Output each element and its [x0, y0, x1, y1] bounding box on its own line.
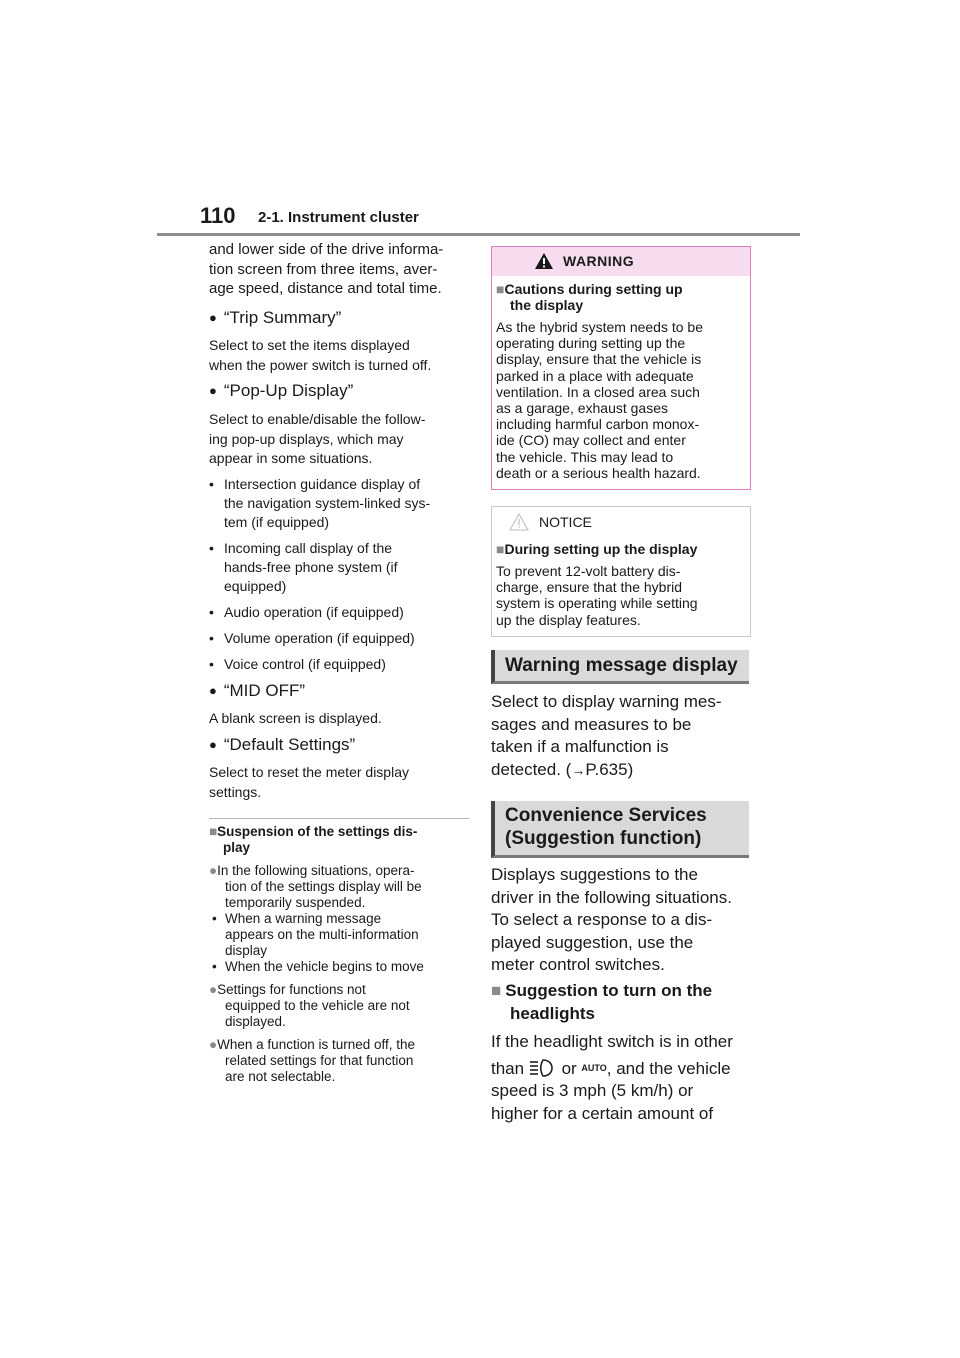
section-heading-warning-message: Warning message display [491, 650, 749, 684]
note-point: ●Settings for functions not equipped to … [209, 982, 410, 1029]
warning-box: WARNING ■Cautions during setting up the … [491, 246, 751, 490]
warning-message-body: Select to display warning mes- sages and… [491, 692, 722, 779]
warning-header: WARNING [492, 247, 750, 276]
arrow-icon: → [571, 761, 586, 778]
note-point: ●In the following situations, opera- tio… [209, 863, 424, 974]
section-title: 2-1. Instrument cluster [258, 209, 419, 226]
popup-display-desc: Select to enable/disable the follow- ing… [209, 411, 426, 466]
suggestion-title: ■Suggestion to turn on the headlights [491, 981, 713, 1023]
default-settings-desc: Select to reset the meter display settin… [209, 764, 409, 800]
caution-triangle-icon [509, 513, 529, 531]
mid-off-desc: A blank screen is displayed. [209, 710, 382, 726]
notice-title: ■During setting up the display [496, 541, 698, 557]
menu-item-default-settings: ●“Default Settings” [209, 735, 356, 754]
list-item: •Voice control (if equipped) [209, 656, 386, 672]
list-item: •Incoming call display of the hands-free… [209, 540, 398, 594]
suggestion-body: If the headlight switch is in other than… [491, 1032, 733, 1123]
circle-marker-icon: ● [209, 982, 218, 997]
square-marker-icon: ■ [496, 281, 505, 297]
notice-header: NOTICE [492, 507, 750, 537]
trip-summary-desc: Select to set the items displayed when t… [209, 337, 432, 373]
warning-body: As the hybrid system needs to be operati… [496, 319, 703, 481]
auto-icon: AUTO [581, 1062, 607, 1073]
menu-item-mid-off: ●“MID OFF” [209, 681, 306, 700]
square-marker-icon: ■ [209, 824, 218, 839]
divider [209, 818, 469, 819]
menu-item-trip-summary: ●“Trip Summary” [209, 308, 342, 327]
warning-label: WARNING [563, 253, 635, 269]
list-item: •Intersection guidance display of the na… [209, 476, 431, 530]
notice-body: To prevent 12-volt battery dis- charge, … [496, 563, 698, 628]
circle-marker-icon: ● [209, 863, 218, 878]
square-marker-icon: ■ [491, 981, 502, 1000]
bullet-dot-icon: ● [209, 683, 217, 698]
list-item: •Audio operation (if equipped) [209, 604, 404, 620]
bullet-dot-icon: ● [209, 383, 217, 398]
notice-box: NOTICE ■During setting up the display To… [491, 506, 751, 637]
note-point: ●When a function is turned off, the rela… [209, 1037, 416, 1084]
intro-paragraph: and lower side of the drive informa- tio… [209, 241, 444, 297]
list-item: •Volume operation (if equipped) [209, 630, 415, 646]
section-heading-convenience: Convenience Services (Suggestion functio… [491, 801, 749, 858]
headlight-icon [529, 1058, 553, 1077]
page-reference-link[interactable]: P.635) [585, 759, 634, 779]
square-marker-icon: ■ [496, 541, 505, 557]
warning-triangle-icon [535, 253, 553, 269]
bullet-dot-icon: ● [209, 737, 217, 752]
convenience-body: Displays suggestions to the driver in th… [491, 865, 732, 974]
page-number: 110 [200, 203, 236, 228]
bullet-dot-icon: ● [209, 310, 217, 325]
notice-label: NOTICE [539, 514, 592, 530]
header-rule [157, 233, 800, 236]
warning-title: ■Cautions during setting up the display [496, 281, 683, 313]
menu-item-popup-display: ●“Pop-Up Display” [209, 381, 354, 400]
note-title: ■Suspension of the settings dis- play [209, 824, 418, 855]
circle-marker-icon: ● [209, 1037, 218, 1052]
